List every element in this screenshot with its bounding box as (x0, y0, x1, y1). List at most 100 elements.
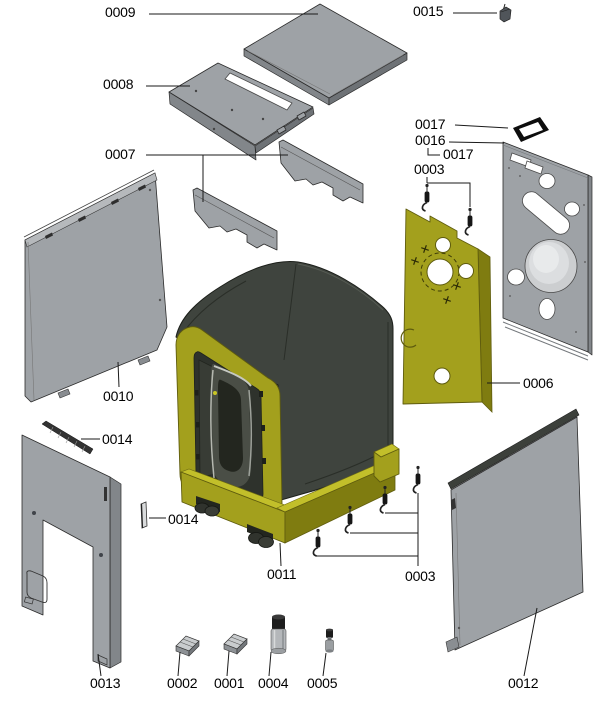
leader-0001 (226, 650, 230, 677)
side-right-face (450, 416, 584, 651)
brace-left-hem (194, 194, 275, 239)
leader-0010 (117, 361, 120, 388)
leader-0012 (523, 607, 538, 677)
part-0014-seal-strip-inner[interactable] (140, 501, 148, 529)
part-0013-front-panel[interactable] (21, 434, 122, 669)
subtop-slot (224, 72, 293, 111)
gasket-frame (513, 117, 549, 142)
leader-0007 (146, 154, 288, 202)
leader-0017-top (454, 124, 509, 129)
side-left-details (23, 169, 162, 401)
rear-panel-holes (507, 152, 580, 320)
part-0012-side-panel-right[interactable] (445, 408, 584, 653)
callout-0014-inner-label[interactable]: 0014 (168, 511, 199, 527)
part-0001-clip[interactable] (223, 633, 248, 655)
seal-strip-upper-ribs (49, 426, 86, 453)
part-0014-seal-strip-upper[interactable] (41, 420, 94, 455)
screw-0003-bottom-d[interactable] (412, 465, 422, 494)
damper-0004-base (270, 647, 287, 655)
callout-0005-label[interactable]: 0005 (307, 675, 338, 691)
callout-0006-label[interactable]: 0006 (523, 375, 554, 391)
part-0007-brace-right[interactable] (278, 139, 364, 204)
callout-0003-bottom-label[interactable]: 0003 (405, 568, 436, 584)
rear-panel-lip (587, 174, 593, 356)
leader-0003-top (426, 177, 471, 207)
leader-0005 (322, 652, 327, 677)
callout-0007-label[interactable]: 0007 (105, 146, 136, 162)
damper-0005-base (325, 649, 334, 653)
part-0009-top-cover[interactable] (243, 3, 408, 106)
leader-lines (81, 12, 538, 677)
callout-0015-label[interactable]: 0015 (413, 3, 444, 19)
part-0016-rear-panel[interactable] (502, 141, 593, 361)
brace-left-body (192, 187, 278, 251)
part-0008-subtop-panel[interactable] (168, 62, 315, 161)
callout-0014-upper-label[interactable]: 0014 (102, 431, 133, 447)
screw-0003-top-a[interactable] (421, 183, 431, 212)
duct-panel-face (402, 208, 483, 405)
subtop-face (168, 62, 314, 146)
part-0006-duct-panel[interactable] (400, 208, 493, 413)
part-0010-side-panel-left[interactable] (23, 169, 168, 403)
leader-0003-bottom (316, 493, 419, 566)
brace-right-hem (280, 146, 361, 191)
callout-0017-top-label[interactable]: 0017 (415, 116, 446, 132)
part-0017-gasket[interactable] (513, 117, 549, 142)
part-0005-damper-pin[interactable] (325, 628, 334, 653)
rear-panel-details (502, 144, 589, 361)
screw-0003-bottom-a[interactable] (312, 528, 322, 557)
seal-strip-upper-body (41, 420, 94, 455)
leader-0016 (448, 141, 505, 144)
side-left-top-rail (24, 172, 158, 248)
callout-0009-label[interactable]: 0009 (105, 4, 136, 20)
seal-strip-inner-edge (140, 503, 144, 529)
part-0004-damper[interactable] (270, 614, 287, 655)
front-panel-side (109, 476, 122, 669)
callout-0016-label[interactable]: 0016 (415, 132, 446, 148)
subtop-front-skirt (168, 91, 257, 161)
callout-0003-top-label[interactable]: 0003 (414, 161, 445, 177)
cabinet-wheels (194, 496, 274, 548)
clip-0002-side (188, 640, 200, 657)
cabinet-interior (195, 359, 266, 488)
leader-0011 (279, 542, 282, 567)
callout-0010-label[interactable]: 0010 (103, 388, 134, 404)
side-right-details (445, 492, 461, 653)
clip-0001-ribs (227, 636, 245, 646)
clip-fold (500, 8, 511, 13)
side-right-top-rail (447, 408, 580, 490)
screw-0003-top-b[interactable] (464, 207, 474, 236)
front-panel-face (21, 434, 111, 669)
callout-0008-label[interactable]: 0008 (103, 76, 134, 92)
part-0011-cabinet-assembly[interactable] (175, 260, 400, 548)
callout-0004-label[interactable]: 0004 (258, 675, 289, 691)
top-cover-details (247, 50, 404, 96)
callout-0001-label[interactable]: 0001 (214, 675, 245, 691)
callout-0002-label[interactable]: 0002 (167, 675, 198, 691)
top-cover-face (243, 3, 408, 99)
callout-0011-label[interactable]: 0011 (267, 566, 297, 582)
callout-0012-label[interactable]: 0012 (508, 675, 539, 691)
damper-0005-neck (327, 637, 332, 641)
leader-0013 (97, 653, 102, 677)
duct-panel-holes (400, 237, 474, 385)
damper-0005-cap (326, 629, 333, 638)
damper-0004-cap (272, 616, 285, 630)
brace-right-body (278, 139, 364, 204)
part-0015-clip[interactable] (499, 3, 512, 23)
callout-0017-second-label[interactable]: 0017 (443, 146, 474, 162)
clip-body (499, 6, 512, 23)
leader-0002 (177, 651, 181, 677)
callout-0013-label[interactable]: 0013 (90, 675, 121, 691)
damper-0004-cap-top (272, 614, 285, 620)
leader-0017-elbow (427, 148, 440, 156)
front-panel-details (23, 487, 108, 666)
leader-0004 (268, 651, 272, 677)
part-0002-clip[interactable] (175, 635, 200, 657)
subtop-details (194, 89, 307, 135)
damper-0005-cap-top (326, 628, 333, 632)
clip-0001-side (236, 638, 248, 655)
cabinet-base (180, 443, 400, 544)
part-0007-brace-left[interactable] (192, 187, 278, 251)
